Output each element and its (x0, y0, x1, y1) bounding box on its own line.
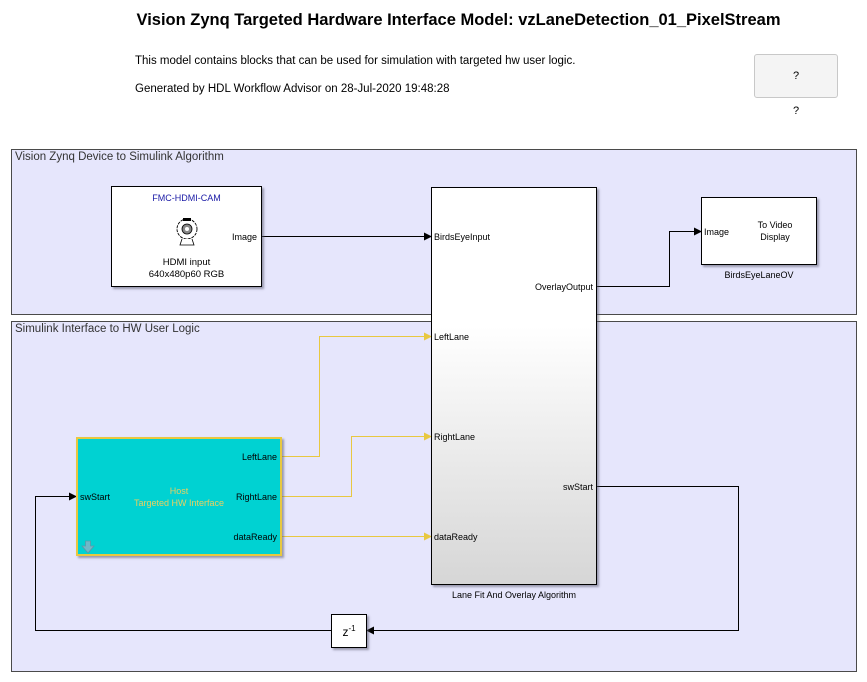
host-targeted-hw-interface-block[interactable]: swStart LeftLane RightLane dataReady Hos… (76, 437, 282, 556)
host-block-line2: Targeted HW Interface (133, 498, 225, 508)
hdmi-block-line2: 640x480p60 RGB (148, 269, 225, 280)
unit-delay-exponent: -1 (348, 624, 356, 633)
lane-fit-overlay-block[interactable]: BirdsEyeInput LeftLane RightLane dataRea… (431, 187, 597, 585)
port-swstart-out[interactable]: swStart (562, 482, 593, 492)
video-display-block[interactable]: Image To Video Display (701, 197, 817, 265)
port-birdseyeinput[interactable]: BirdsEyeInput (434, 232, 491, 242)
hdmi-block-line1: HDMI input (162, 257, 211, 268)
host-block-line1: Host (169, 486, 189, 496)
model-description: This model contains blocks that can be u… (135, 55, 576, 67)
hdmi-block-title: FMC-HDMI-CAM (152, 193, 221, 203)
video-display-block-name: BirdsEyeLaneOV (724, 270, 794, 280)
port-leftlane-out[interactable]: LeftLane (241, 452, 277, 462)
port-rightlane-out[interactable]: RightLane (235, 492, 277, 502)
help-button-label: ? (792, 70, 800, 82)
port-swstart-in[interactable]: swStart (80, 492, 111, 502)
port-image-in[interactable]: Image (704, 227, 730, 237)
help-button[interactable]: ? (754, 54, 838, 98)
area-label: Simulink Interface to HW User Logic (15, 323, 200, 335)
down-arrow-icon (81, 540, 95, 554)
webcam-icon (176, 218, 198, 246)
video-display-line2: Display (760, 232, 790, 242)
port-dataready-out[interactable]: dataReady (233, 532, 277, 542)
model-title: Vision Zynq Targeted Hardware Interface … (136, 11, 781, 29)
area-label: Vision Zynq Device to Simulink Algorithm (15, 151, 224, 163)
port-image-out[interactable]: Image (231, 232, 257, 242)
video-display-line1: To Video (757, 220, 793, 230)
hdmi-input-block[interactable]: FMC-HDMI-CAM Image HDMI input 640x480p60… (111, 186, 262, 287)
unit-delay-block[interactable]: z-1 (331, 614, 367, 648)
port-overlayoutput[interactable]: OverlayOutput (534, 282, 593, 292)
lane-fit-block-name: Lane Fit And Overlay Algorithm (451, 590, 577, 600)
port-leftlane-in[interactable]: LeftLane (434, 332, 470, 342)
port-dataready-in[interactable]: dataReady (434, 532, 478, 542)
unit-delay-label: z (342, 625, 349, 639)
help-caption: ? (792, 105, 800, 117)
generated-info: Generated by HDL Workflow Advisor on 28-… (135, 83, 450, 95)
port-rightlane-in[interactable]: RightLane (434, 432, 476, 442)
